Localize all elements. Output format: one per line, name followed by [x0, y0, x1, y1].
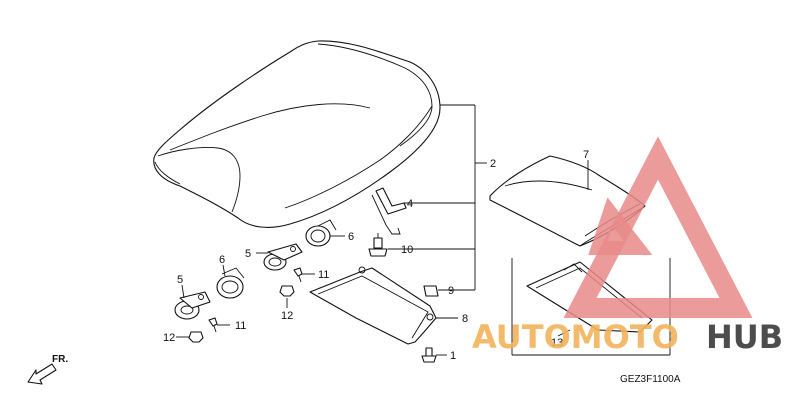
callout-9: 9: [448, 285, 454, 297]
callout-5-lower: 5: [177, 274, 183, 286]
callout-12-lower: 12: [163, 332, 175, 344]
callout-10: 10: [401, 244, 413, 256]
callout-2: 2: [490, 158, 496, 170]
watermark: AUTOMOTO HUB: [472, 136, 783, 356]
bolt-1-drawing: [421, 347, 437, 363]
leader-lines: [176, 104, 589, 356]
callout-6-lower: 6: [219, 254, 225, 266]
front-arrow-icon: [27, 363, 57, 385]
clip-5-lower-drawing: [174, 291, 211, 320]
seat-hook-drawing: [371, 187, 407, 235]
callout-11-upper: 11: [318, 269, 329, 281]
bolt-10-drawing: [368, 233, 388, 257]
screw-11-lower-drawing: [208, 317, 218, 333]
front-label: FR.: [52, 354, 68, 365]
callout-7: 7: [583, 149, 589, 161]
plate-8-drawing: [309, 266, 437, 345]
callout-6-upper: 6: [348, 231, 354, 243]
watermark-text-a: AUTOMOTO: [472, 318, 679, 356]
front-direction-indicator: FR.: [27, 354, 68, 385]
callout-5-upper: 5: [245, 248, 251, 260]
watermark-text-b: HUB: [706, 318, 783, 356]
callout-4: 4: [407, 198, 413, 210]
callout-8: 8: [462, 313, 468, 325]
callout-12-upper: 12: [281, 310, 293, 322]
callout-13: 13: [551, 337, 563, 349]
collar-6-lower-drawing: [216, 267, 245, 299]
callout-1: 1: [450, 350, 456, 362]
clip-5-upper-drawing: [263, 243, 303, 271]
collar-6-upper-drawing: [305, 219, 337, 247]
nut-12-lower-drawing: [188, 331, 204, 343]
seat-drawing: [153, 40, 441, 228]
screw-11-upper-drawing: [293, 267, 303, 283]
watermark-triangle-icon: [563, 136, 753, 318]
nut-12-upper-drawing: [279, 285, 295, 297]
diagram-code: GEZ3F1100A: [620, 374, 681, 385]
clip-9-drawing: [423, 285, 439, 297]
callout-11-lower: 11: [235, 320, 246, 332]
